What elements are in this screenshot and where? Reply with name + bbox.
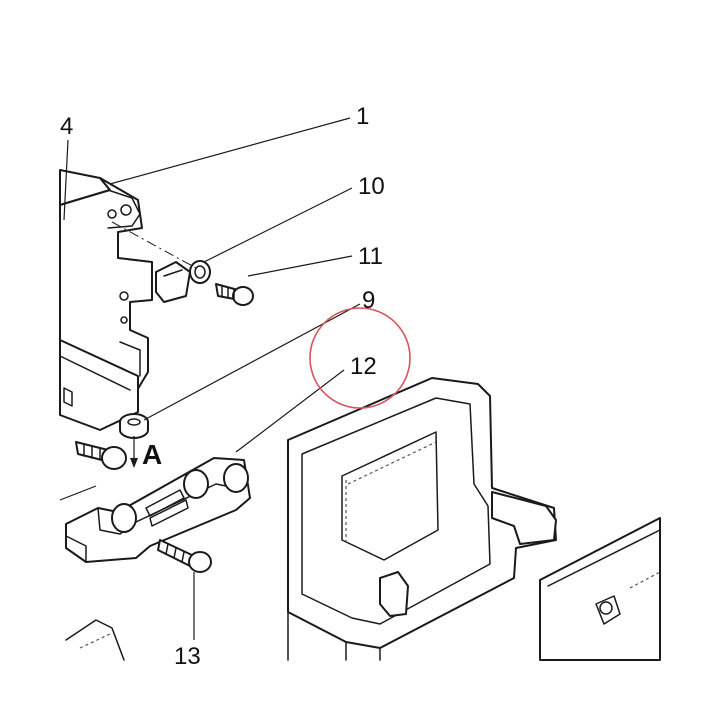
view-direction-arrow bbox=[130, 436, 138, 468]
leader-left-base bbox=[59, 485, 97, 501]
callout-4: 4 bbox=[60, 113, 73, 140]
callout-9: 9 bbox=[362, 287, 375, 314]
adjacent-unit bbox=[539, 517, 661, 661]
highlight-circle-12 bbox=[309, 307, 411, 409]
cover-box-part-12 bbox=[287, 377, 557, 661]
partial-component-lower-left bbox=[65, 619, 125, 661]
callout-13: 13 bbox=[174, 643, 201, 670]
callout-12: 12 bbox=[350, 353, 377, 380]
callout-10: 10 bbox=[358, 173, 385, 200]
bracket-boss bbox=[155, 261, 191, 303]
callout-1: 1 bbox=[356, 103, 369, 130]
washer-part-10 bbox=[189, 260, 211, 284]
screw-part-13 bbox=[157, 539, 212, 573]
callout-11: 11 bbox=[358, 243, 383, 270]
base-mount-bracket bbox=[65, 457, 251, 563]
leader-11 bbox=[247, 255, 353, 277]
leader-1 bbox=[109, 117, 351, 185]
leader-10 bbox=[203, 187, 353, 263]
bolt-left bbox=[75, 441, 127, 470]
grommet-part-9 bbox=[119, 413, 149, 439]
leader-4 bbox=[63, 139, 69, 221]
leader-12 bbox=[235, 369, 345, 453]
mounting-bracket bbox=[59, 169, 153, 431]
assembly-axis-10-11 bbox=[111, 221, 197, 269]
screw-part-11 bbox=[215, 283, 254, 306]
leader-9 bbox=[143, 303, 361, 421]
view-marker-a: A bbox=[142, 439, 162, 470]
